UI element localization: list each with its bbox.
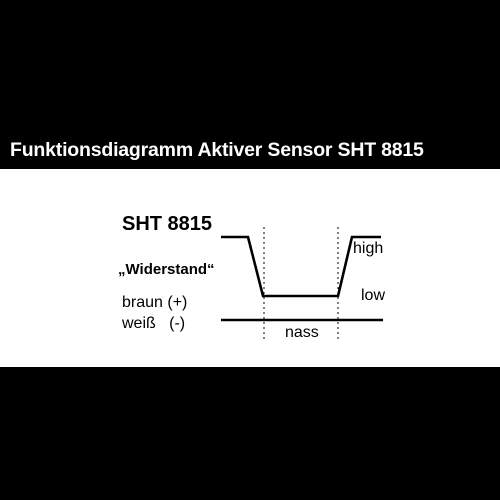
- state-low-label: low: [361, 287, 386, 304]
- diagram-panel: SHT 8815 „Widerstand“ braun (+) weiß (-)…: [0, 169, 500, 367]
- signal-name: „Widerstand“: [118, 261, 215, 278]
- sensor-name: SHT 8815: [122, 213, 213, 235]
- state-high-label: high: [353, 240, 384, 257]
- wire-white-label: weiß (-): [122, 315, 186, 332]
- signal-trace: [221, 235, 381, 298]
- signal-waveform: [221, 227, 383, 339]
- diagram-title: Funktionsdiagramm Aktiver Sensor SHT 881…: [10, 139, 424, 161]
- state-wet-label: nass: [285, 324, 319, 341]
- wire-brown-label: braun (+): [122, 294, 188, 311]
